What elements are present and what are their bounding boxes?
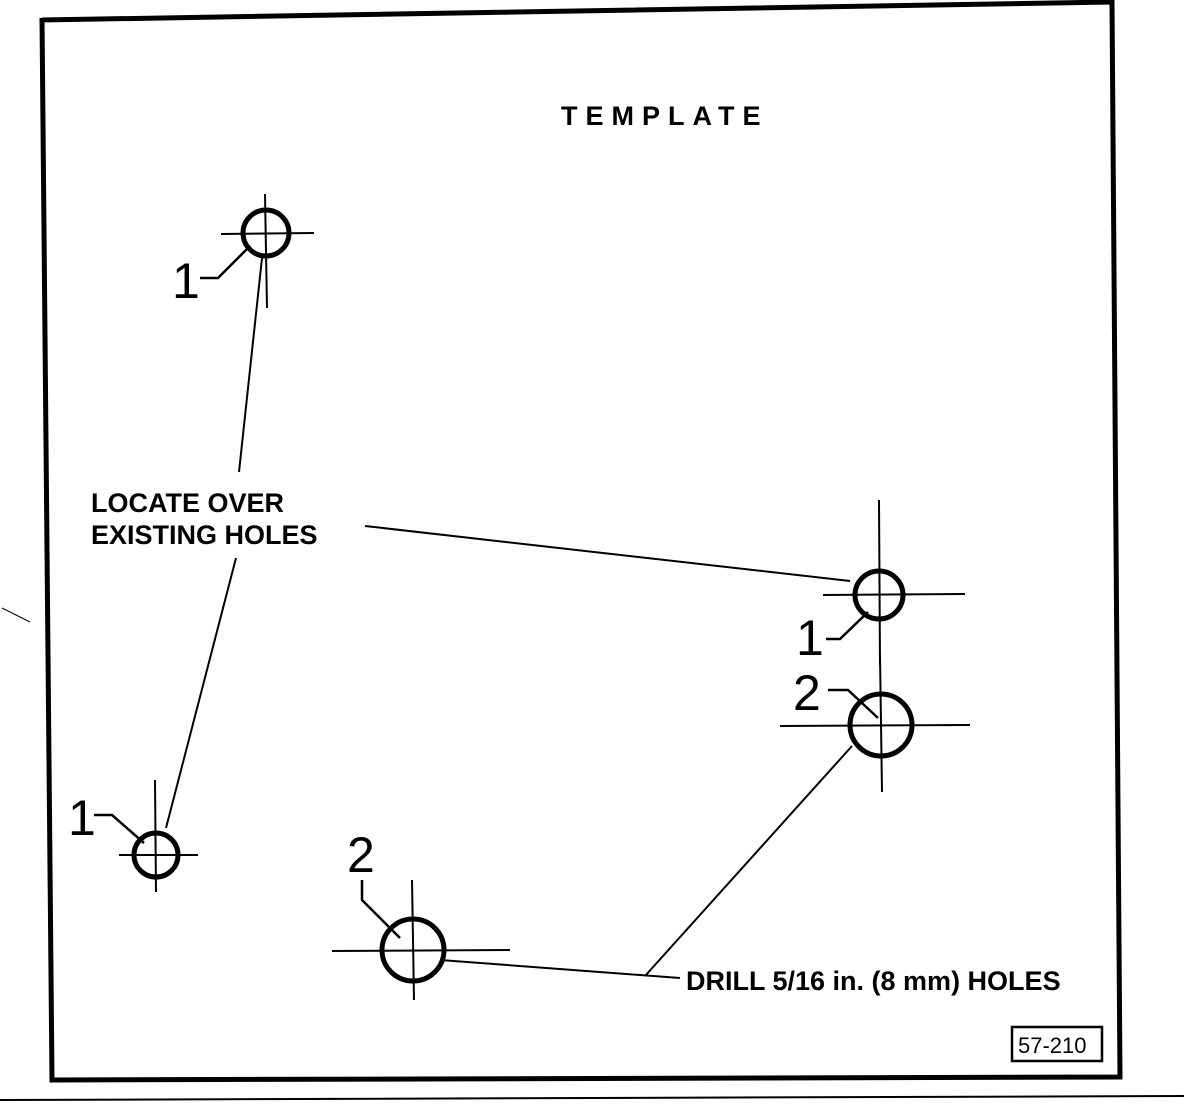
existing-hole-right — [822, 499, 966, 666]
locate-leader-down — [165, 557, 237, 829]
locate-leader-up — [238, 257, 263, 473]
drill-hole-bottom — [331, 879, 511, 1001]
reference-box — [1010, 1025, 1104, 1063]
existing-hole-top-left — [200, 193, 315, 309]
hole-label-1-top-left: 1 — [172, 253, 200, 309]
drill-label: DRILL 5/16 in. (8 mm) HOLES — [686, 966, 1061, 996]
locate-label-line-1: LOCATE OVER — [91, 488, 284, 518]
diagram-title: TEMPLATE — [561, 101, 769, 131]
drill-leader-up — [644, 745, 853, 977]
locate-leader-right — [364, 525, 851, 582]
hole-label-2-bottom: 2 — [347, 827, 375, 883]
hole-label-1-bottom-left: 1 — [68, 790, 96, 846]
drill-hole-right — [779, 654, 971, 793]
drill-leader-left — [439, 959, 681, 979]
bottom-rule — [0, 1095, 1184, 1101]
existing-hole-bottom-left — [94, 779, 198, 893]
locate-label-line-2: EXISTING HOLES — [91, 520, 318, 550]
margin-mark — [1, 607, 31, 623]
hole-label-1-right: 1 — [796, 610, 824, 666]
hole-label-2-right: 2 — [793, 665, 821, 721]
template-frame — [39, 0, 1123, 1083]
reference-number: 57-210 — [1018, 1033, 1087, 1058]
